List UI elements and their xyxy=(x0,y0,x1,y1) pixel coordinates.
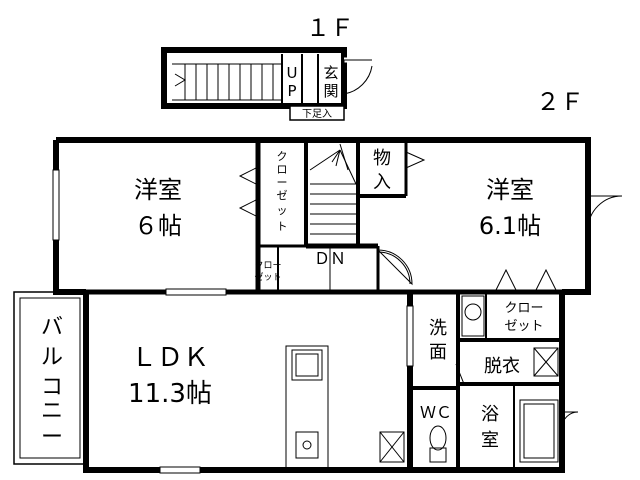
closet-west-char: ロ xyxy=(277,163,288,176)
west-room-size: ６帖 xyxy=(134,212,182,240)
closet-small-label-1: クロー xyxy=(254,260,281,271)
closet-west-char: ッ xyxy=(277,204,288,217)
storage-door xyxy=(405,151,426,169)
changing-room-label: 脱衣 xyxy=(484,356,520,377)
closet-doors-west xyxy=(238,167,257,217)
balcony-char: ー xyxy=(41,425,63,450)
bath-label-2: 室 xyxy=(481,430,499,451)
windows xyxy=(52,169,414,474)
door-arcs xyxy=(377,195,623,429)
ldk-name: ＬＤＫ xyxy=(131,343,209,373)
first-floor-stairs xyxy=(172,63,282,101)
wash-basin xyxy=(461,295,485,337)
storage-label-1: 物 xyxy=(373,148,391,169)
closet-west-char: ゼ xyxy=(277,189,288,202)
east-room-name: 洋室 xyxy=(486,176,534,204)
stairs-up-label-u: U xyxy=(287,64,298,82)
bathtub xyxy=(519,399,559,463)
balcony-label: バ ル コ ニ ー xyxy=(41,315,63,450)
east-room-size: 6.1帖 xyxy=(479,212,541,240)
ldk-size: 11.3帖 xyxy=(128,379,212,409)
balcony-char: バ xyxy=(41,315,63,340)
closet-doors-east xyxy=(495,268,557,291)
storage-label-2: 入 xyxy=(373,172,391,193)
balcony xyxy=(13,291,87,465)
closet-east-label-1: クロー xyxy=(504,301,543,316)
west-room-name: 洋室 xyxy=(134,176,182,204)
balcony-char: ル xyxy=(41,345,63,370)
closet-west-label: ク ロ ー ゼ ッ ト xyxy=(277,150,288,233)
balcony-char: ニ xyxy=(41,399,63,424)
bath-label-1: 浴 xyxy=(481,404,499,425)
closet-west-char: ク xyxy=(277,150,288,163)
washer-space xyxy=(533,347,559,377)
floor-label-2f: ２Ｆ xyxy=(536,88,584,116)
entrance-door xyxy=(343,57,373,95)
closet-west-char: ー xyxy=(277,176,288,189)
washroom-label-1: 洗 xyxy=(429,318,447,339)
balcony-char: コ xyxy=(41,375,63,400)
closet-small-label-2: ゼット xyxy=(254,271,281,283)
first-floor-plan xyxy=(161,47,373,121)
entrance-label-2: 関 xyxy=(323,82,338,100)
toilet xyxy=(429,425,447,463)
shoe-storage-label: 下足入 xyxy=(302,108,332,120)
kitchen-counter xyxy=(285,345,329,470)
down-label: ＤＮ xyxy=(314,249,346,268)
fridge-space xyxy=(379,431,405,463)
second-floor-stairs xyxy=(309,143,357,290)
shoe-storage-box xyxy=(289,105,345,121)
floor-label-1f: １Ｆ xyxy=(306,14,354,42)
washroom-label-2: 面 xyxy=(429,342,447,363)
wc-label: ＷＣ xyxy=(420,403,452,422)
stairs-up-label-p: P xyxy=(287,82,296,100)
entrance-label-1: 玄 xyxy=(323,64,338,82)
closet-west-char: ト xyxy=(277,220,288,233)
closet-east-label-2: ゼット xyxy=(504,319,543,334)
